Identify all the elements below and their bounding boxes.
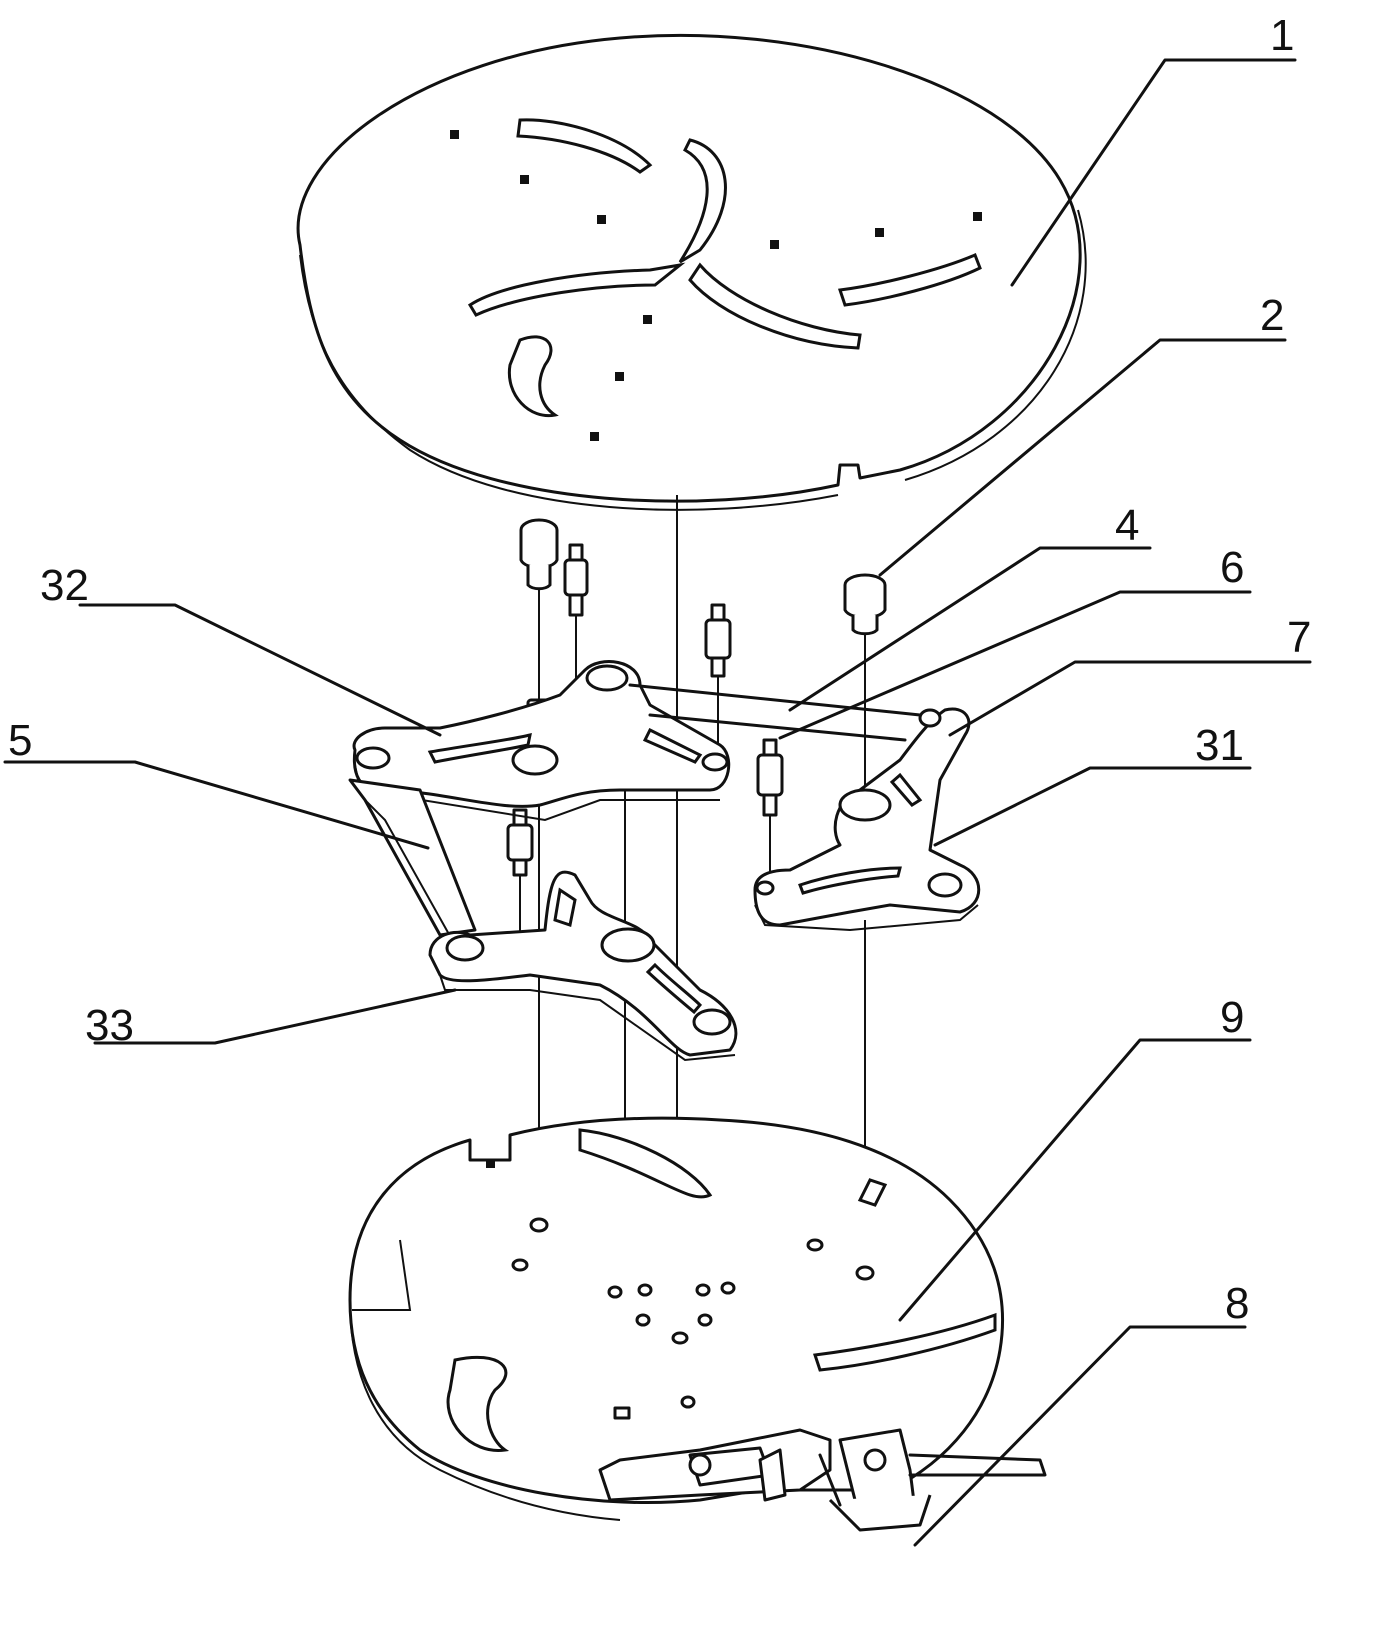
callout-5: 5 (8, 716, 32, 765)
upper-linkage-plate (352, 660, 962, 822)
spacer-left (563, 543, 589, 617)
bottom-plate (348, 1116, 1004, 1521)
callout-4: 4 (1115, 501, 1139, 550)
callout-labels: 1 2 4 6 7 31 32 5 33 9 8 (8, 11, 1311, 1328)
spacer-center (704, 603, 732, 678)
callout-33: 33 (85, 1001, 134, 1050)
callout-1: 1 (1270, 11, 1294, 60)
top-plate (296, 33, 1087, 511)
callout-32: 32 (40, 561, 89, 610)
spacer-right (756, 738, 784, 817)
bolt-left-top (519, 518, 559, 591)
spacer-lower-left (506, 808, 534, 877)
callout-31: 31 (1195, 721, 1244, 770)
lower-linkage-plate (428, 870, 738, 1062)
callout-6: 6 (1220, 543, 1244, 592)
callout-9: 9 (1220, 993, 1244, 1042)
right-linkage-plate (753, 707, 981, 932)
bottom-bracket (598, 1428, 1047, 1532)
bolt-right-top (843, 573, 887, 636)
callout-2: 2 (1260, 291, 1284, 340)
leader-lines (3, 58, 1312, 1547)
callout-8: 8 (1225, 1279, 1249, 1328)
callout-7: 7 (1287, 613, 1311, 662)
